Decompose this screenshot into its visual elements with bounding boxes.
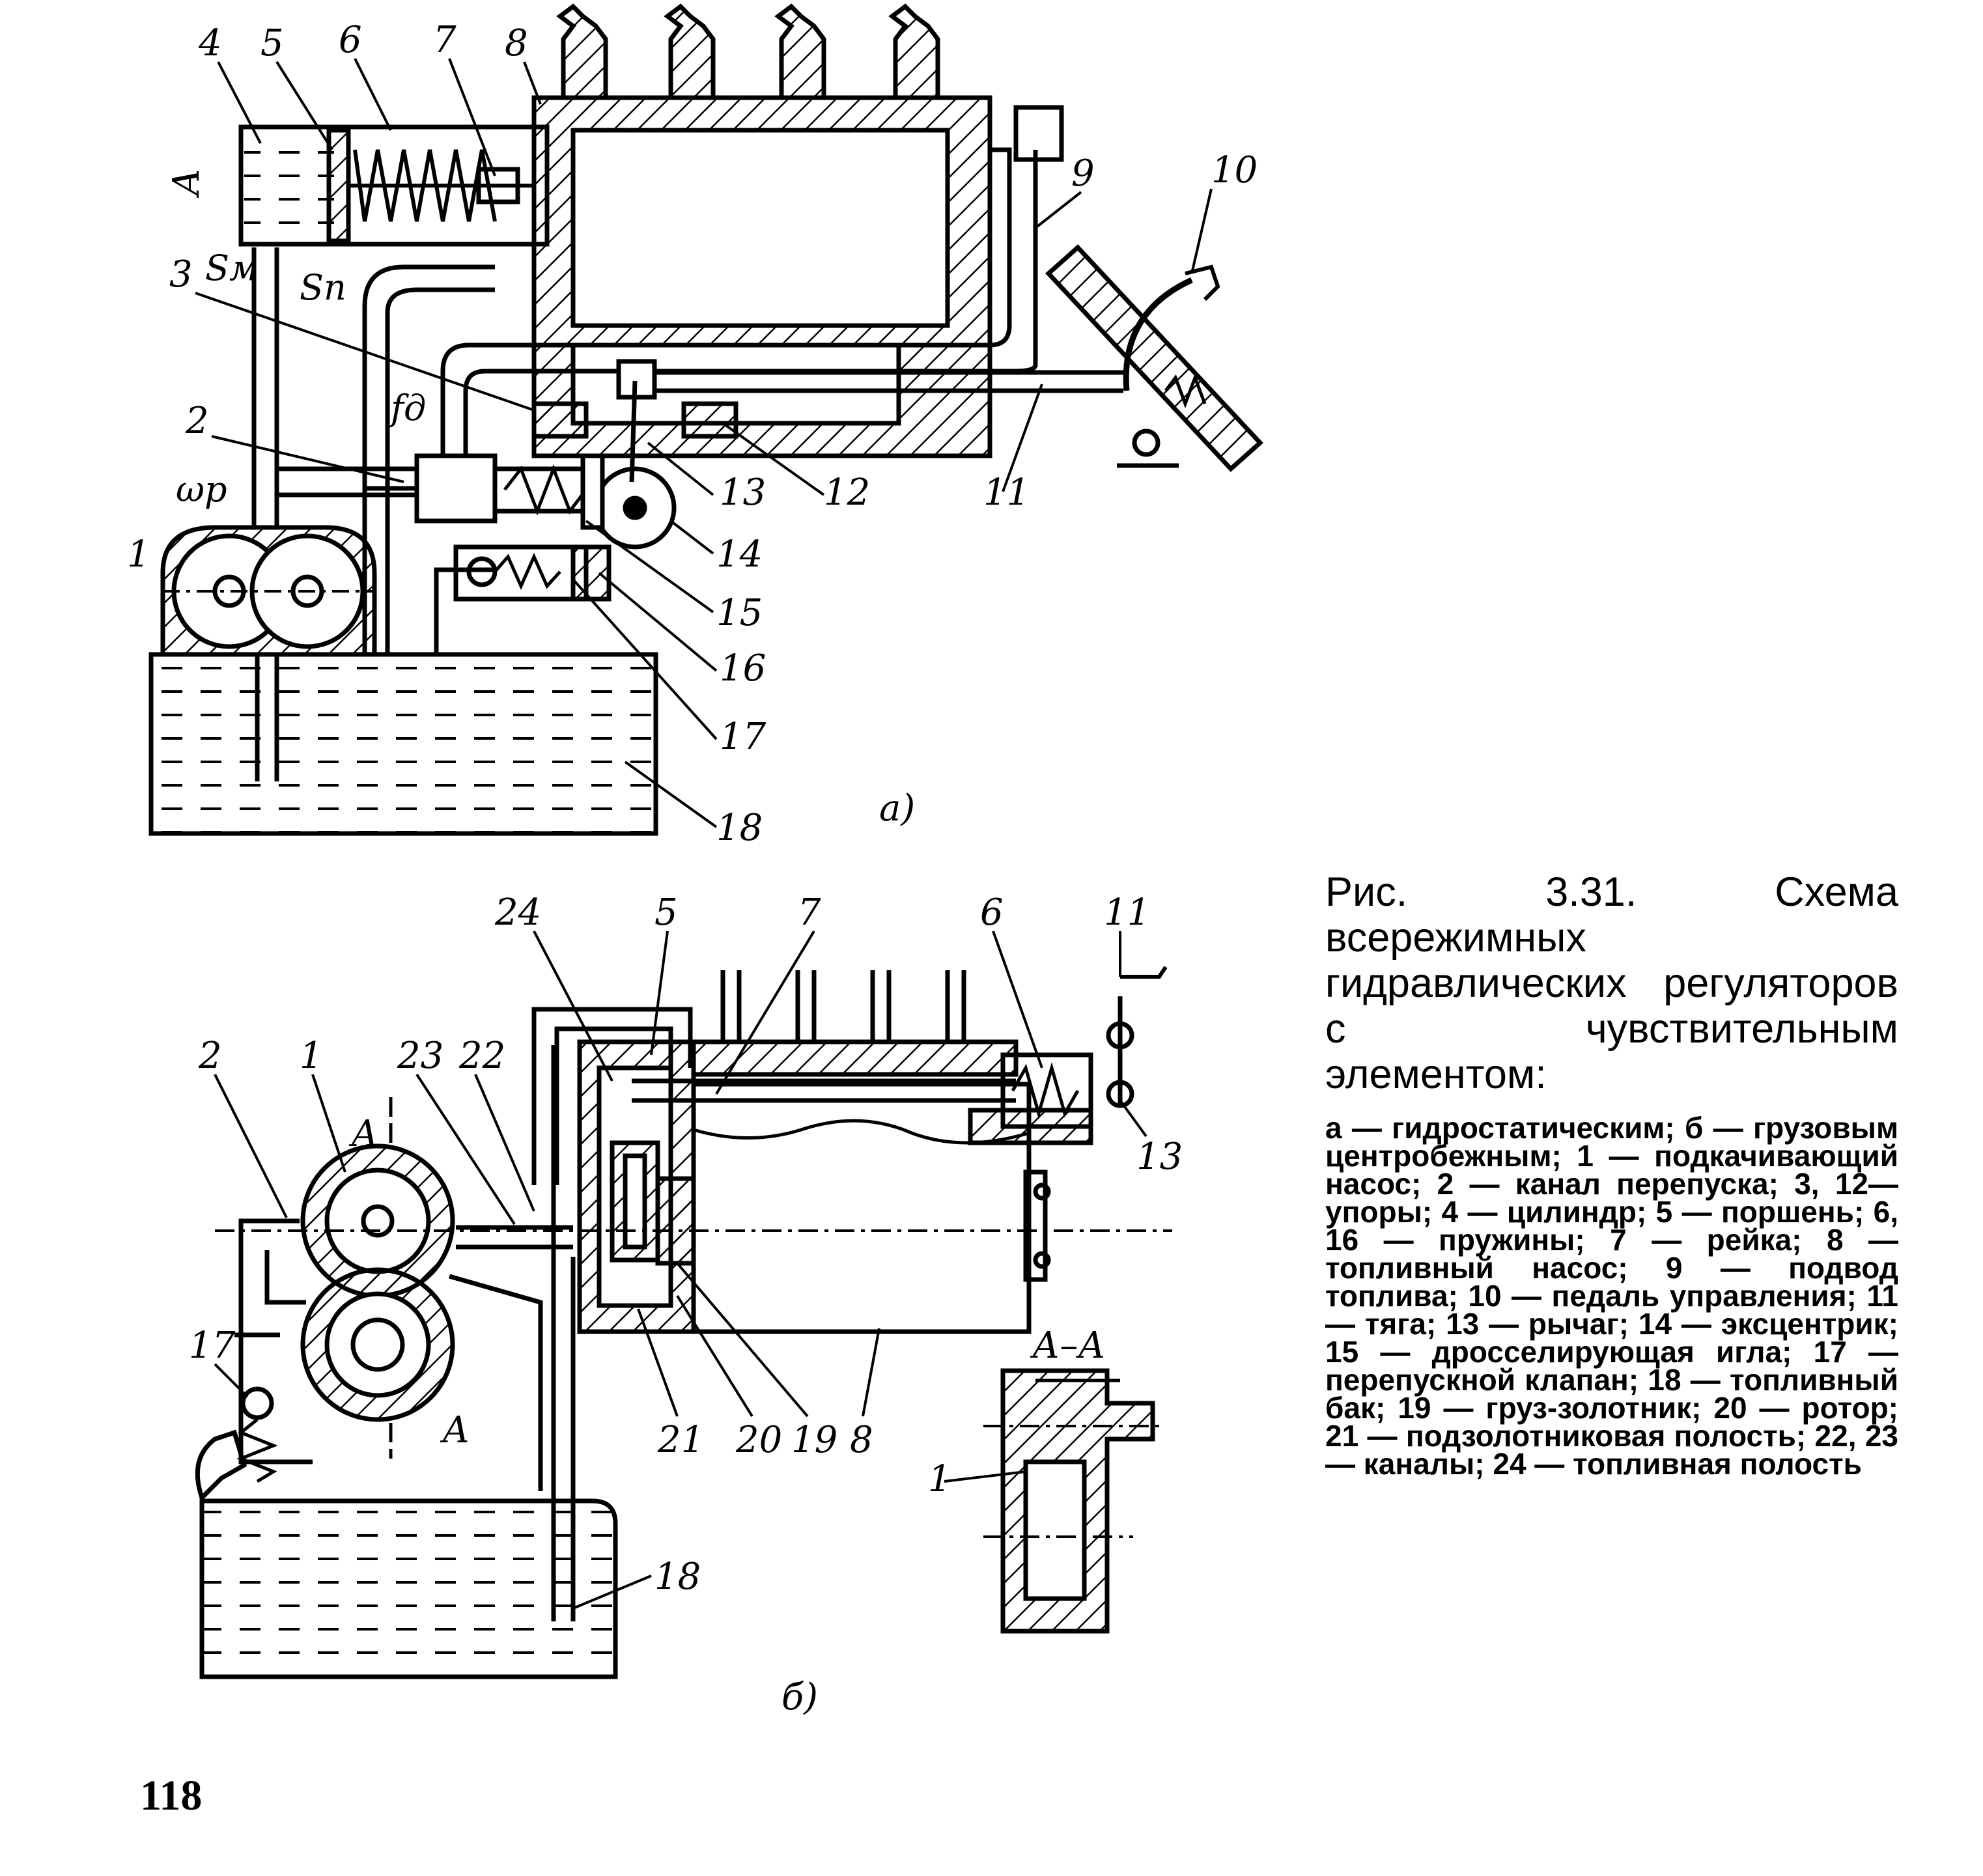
figure-a-labels: 4 5 6 7 8 9 10 3 2 1 13 12 11 14 15 16 1… — [127, 19, 1258, 849]
callout-a-9: 9 — [1071, 152, 1095, 195]
spring-6-b — [1000, 1052, 1093, 1129]
callout-b-2: 2 — [198, 1035, 222, 1077]
callout-b-17: 17 — [189, 1324, 236, 1367]
callout-b-1: 1 — [300, 1035, 323, 1077]
fuel-tank-a — [148, 652, 658, 836]
symbol-s-m: Sм — [205, 247, 259, 288]
callout-b-7: 7 — [798, 891, 821, 934]
callout-b-18: 18 — [654, 1556, 701, 1598]
section-a-a — [983, 1368, 1166, 1634]
section-a-a-label: А–А — [1030, 1324, 1106, 1367]
callout-b-24: 24 — [494, 891, 541, 934]
governor-b — [215, 1039, 1172, 1334]
figure-b — [195, 966, 1172, 1679]
bypass-valve-b-17 — [236, 1386, 278, 1483]
callout-a-5: 5 — [260, 22, 284, 64]
callout-b-21: 21 — [657, 1419, 704, 1461]
fuel-tank-b — [195, 1045, 618, 1679]
callout-b-8: 8 — [850, 1419, 873, 1461]
callout-a-14: 14 — [716, 533, 763, 576]
rack-7 — [632, 1078, 1016, 1103]
stop-3 — [531, 401, 589, 439]
page-number: 118 — [140, 1772, 203, 1819]
callout-a-16: 16 — [720, 647, 766, 690]
callout-b-5: 5 — [654, 891, 678, 934]
figure-caption: Рис. 3.31. Схема всережимных гидравличес… — [1325, 869, 1898, 1481]
callout-a-10: 10 — [1211, 149, 1258, 191]
feed-pump-a — [160, 525, 377, 654]
callout-a-3: 3 — [169, 253, 193, 296]
callout-a-7: 7 — [433, 19, 457, 61]
symbol-s-p: Sп — [300, 267, 346, 308]
section-mark-top: A — [348, 1113, 378, 1155]
callout-a-1: 1 — [127, 533, 150, 576]
callout-a-12: 12 — [824, 471, 870, 514]
callout-a-18: 18 — [716, 807, 763, 849]
callout-b-23: 23 — [397, 1035, 443, 1077]
symbol-f-d: fд — [388, 387, 426, 428]
callout-a-15: 15 — [716, 592, 763, 634]
fuel-pump-b-8 — [632, 966, 1168, 1334]
callout-b-13: 13 — [1136, 1136, 1183, 1178]
cylinder-4 — [238, 124, 550, 247]
throttle-needle-15 — [365, 453, 605, 530]
callout-a-2: 2 — [185, 400, 209, 442]
lever-13-b — [1106, 966, 1168, 1108]
caption-title: Рис. 3.31. Схема всережимных гидравличес… — [1325, 869, 1898, 1097]
bypass-valve-17 — [453, 544, 612, 602]
callout-b-20: 20 — [735, 1419, 782, 1461]
feed-pump-b — [300, 1097, 455, 1459]
callout-a-13: 13 — [720, 471, 766, 514]
figure-a — [148, 3, 1264, 836]
callout-a-17: 17 — [720, 716, 766, 758]
symbol-omega-p: ωр — [176, 469, 227, 510]
control-pedal-10 — [1045, 244, 1264, 472]
callout-b-22: 22 — [458, 1035, 505, 1077]
callout-b-19: 19 — [791, 1419, 837, 1461]
dimension-a-label: A — [165, 169, 208, 199]
figure-b-labels: 24 5 7 6 11 13 2 1 23 22 17 21 20 19 8 1… — [189, 891, 1183, 1718]
callout-a-4: 4 — [198, 22, 222, 64]
callout-a-8: 8 — [505, 22, 528, 64]
section-callout-1: 1 — [928, 1458, 951, 1500]
callout-b-6: 6 — [980, 891, 1004, 934]
figure-b-leaders — [214, 930, 1147, 1610]
figure-a-leaders — [195, 58, 1213, 828]
stop-12 — [681, 401, 738, 439]
callout-b-11: 11 — [1104, 891, 1150, 934]
linkage-a — [531, 359, 1123, 550]
figure-a-sublabel: а) — [879, 787, 915, 830]
section-mark-bottom: A — [440, 1409, 469, 1451]
figure-b-sublabel: б) — [781, 1676, 818, 1718]
caption-body: а — гидростатическим; б — грузовым центр… — [1325, 1111, 1898, 1481]
callout-a-6: 6 — [339, 19, 362, 61]
